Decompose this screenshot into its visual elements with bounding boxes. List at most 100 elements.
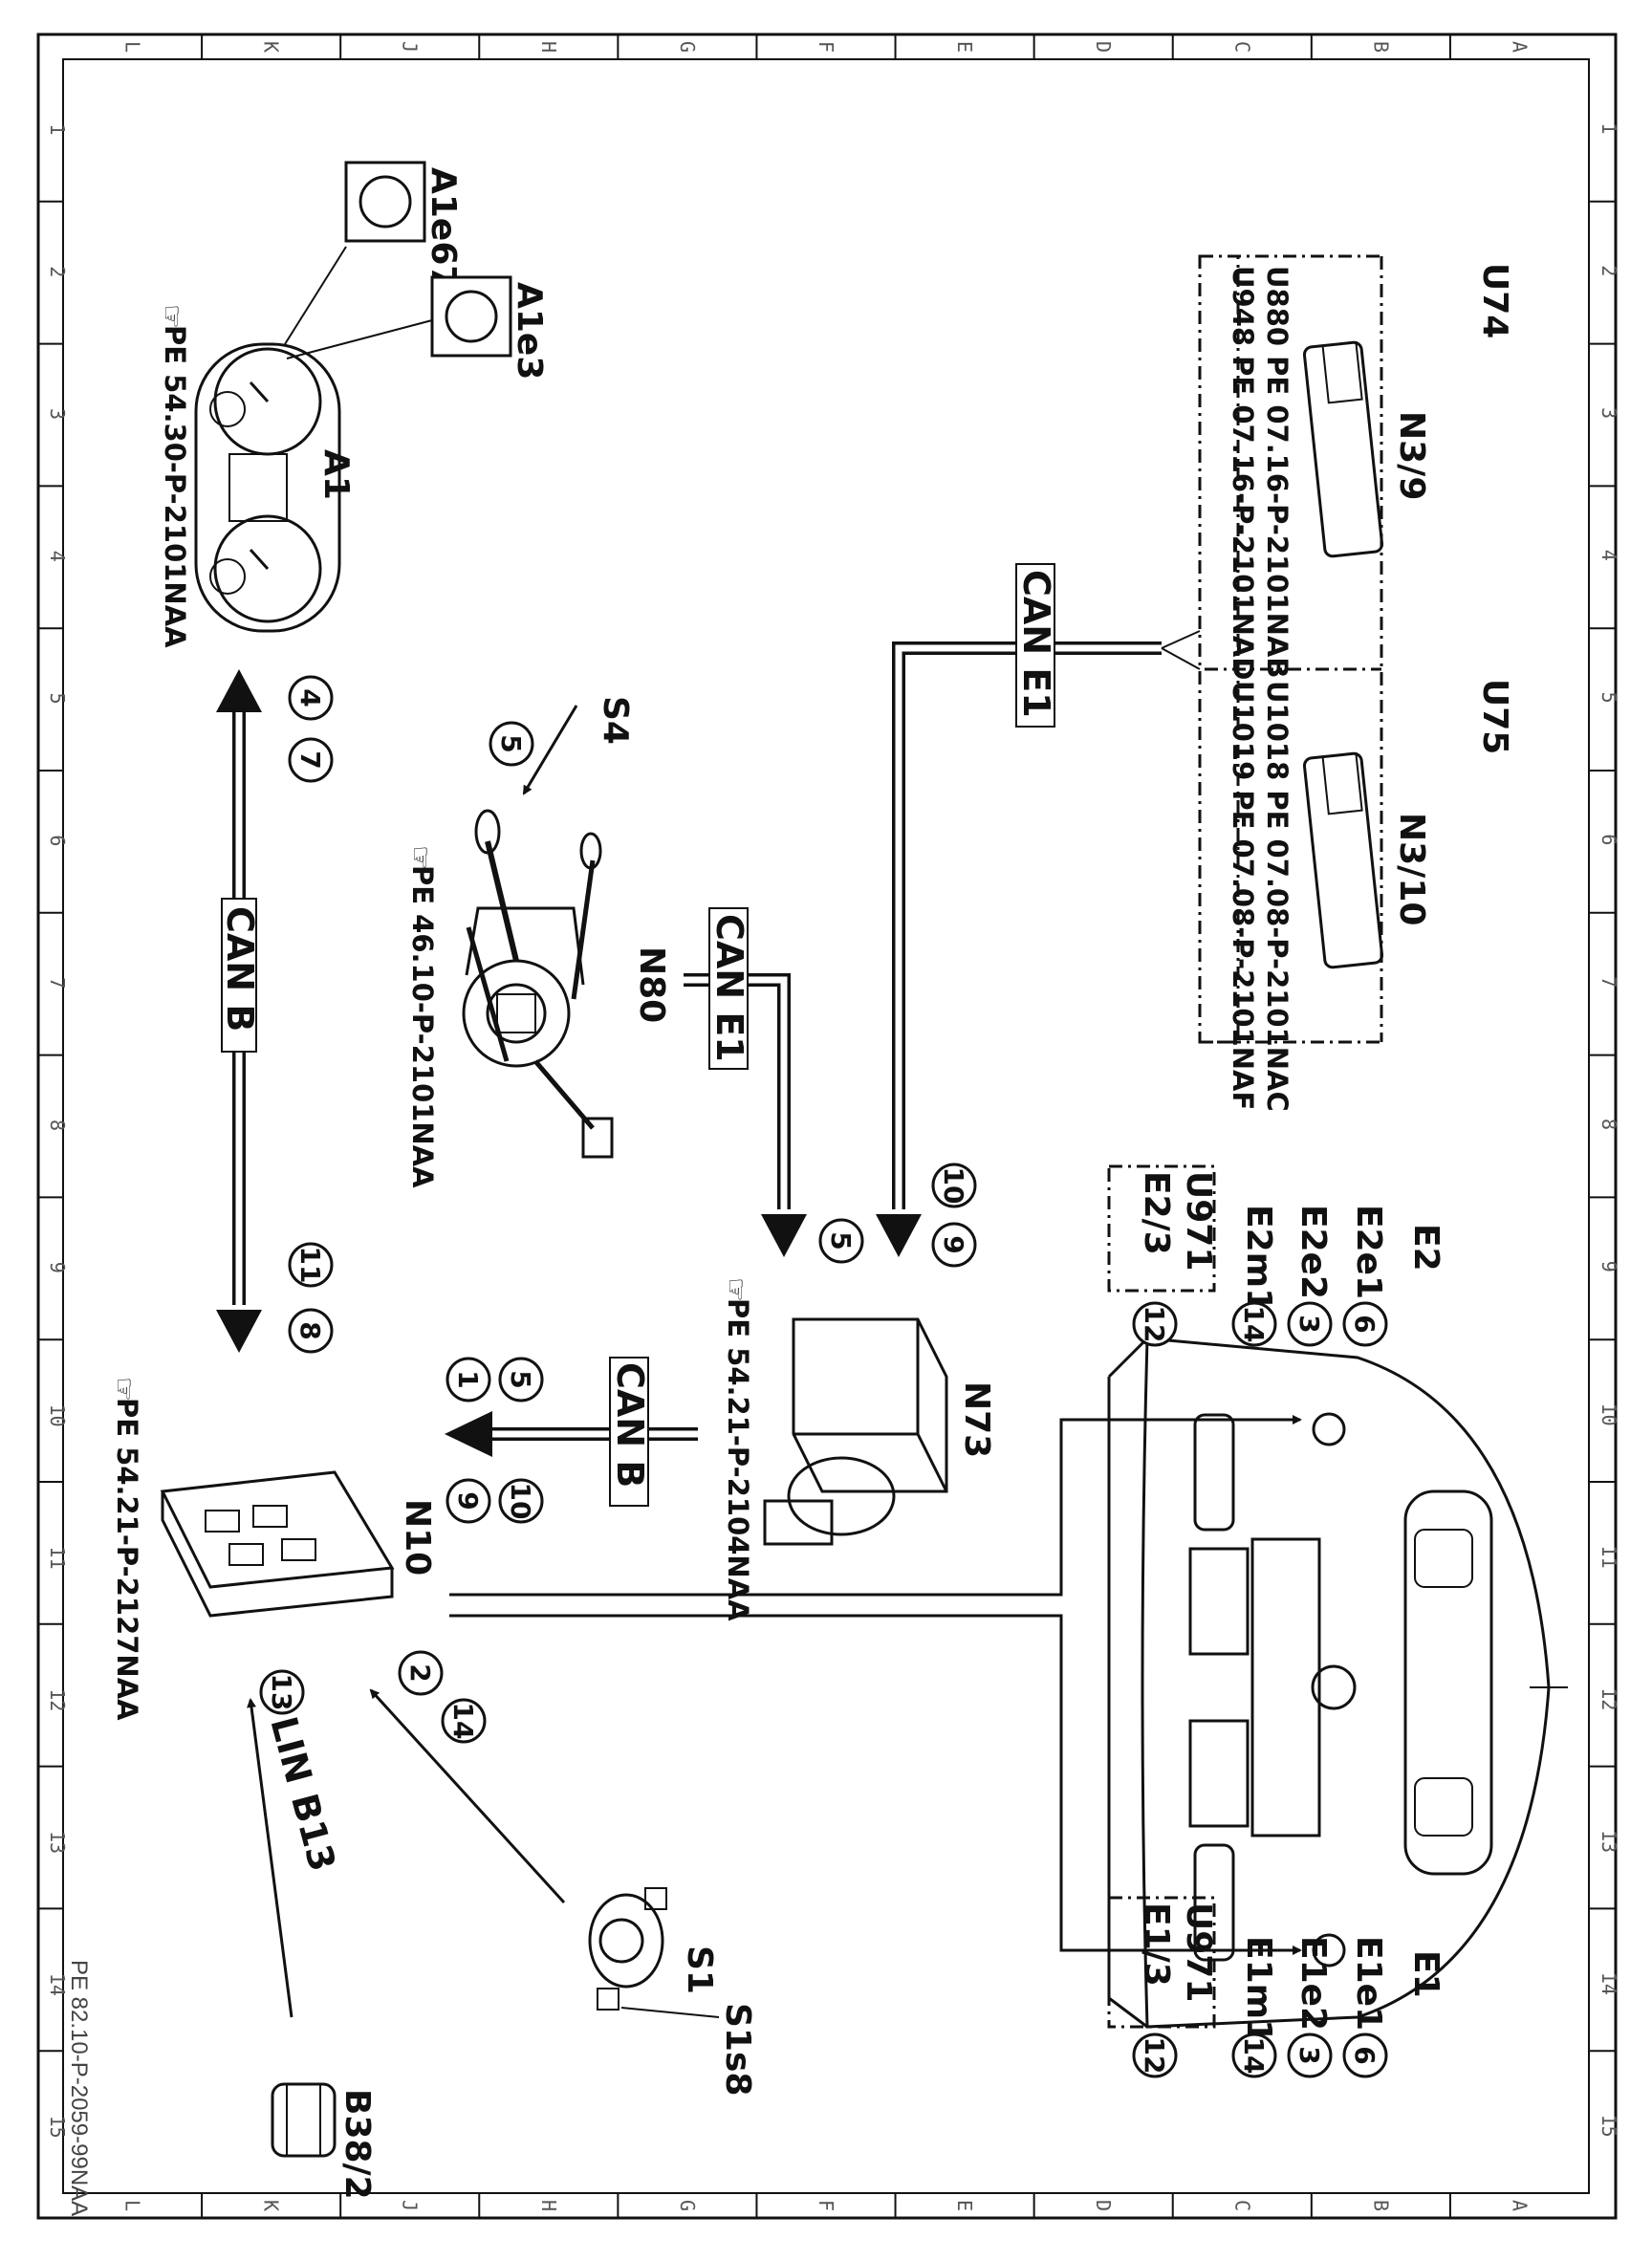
circled-number-text: 5	[505, 1370, 536, 1388]
circled-number-c1: 1	[446, 1357, 491, 1402]
grid-letter-top: H	[537, 41, 560, 53]
grid-letter-bottom: A	[1508, 2200, 1531, 2211]
a1-label: A1	[316, 449, 356, 500]
circled-number-c5a: 5	[489, 721, 534, 767]
circled-number-text: 1	[452, 1370, 484, 1388]
grid-letter-bottom: B	[1369, 2200, 1392, 2211]
grid-number-right: 8	[1598, 1119, 1620, 1130]
e1-u971-box	[1107, 1896, 1216, 2029]
circled-number-e1c12: 12	[1132, 2033, 1178, 2078]
grid-letter-bottom: C	[1230, 2200, 1253, 2211]
a1e3-label: A1e3	[510, 282, 549, 380]
circled-number-e2c3: 3	[1287, 1301, 1333, 1347]
circled-number-text: 4	[294, 688, 326, 707]
grid-letter-top: D	[1092, 41, 1115, 53]
can-b-left-label: CAN B	[219, 906, 261, 1032]
e1-label: E1	[1406, 1950, 1446, 1998]
circled-number-e1c3: 3	[1287, 2033, 1333, 2078]
circled-number-e1c6: 6	[1342, 2033, 1388, 2078]
grid-letter-top: A	[1508, 41, 1531, 53]
grid-number-left: 3	[46, 408, 69, 420]
s1-label: S1	[680, 1946, 719, 1994]
circled-number-text: 6	[1349, 1315, 1380, 1333]
n3-10-label: N3/10	[1392, 813, 1431, 925]
n80-reference: PE 46.10-P-2101NAA	[406, 865, 439, 1188]
e2e2-label: E2e2	[1293, 1205, 1333, 1299]
circled-number-text: 5	[825, 1231, 857, 1250]
grid-number-left: 7	[46, 977, 69, 989]
circled-number-e2c6: 6	[1342, 1301, 1388, 1347]
n10-reference: PE 54.21-P-2127NAA	[111, 1398, 143, 1721]
grid-letter-bottom: G	[676, 2200, 699, 2211]
can-b-mid-label: CAN B	[609, 1362, 651, 1488]
circled-number-text: 14	[1238, 1306, 1270, 1343]
circled-number-text: 7	[294, 750, 326, 769]
circled-number-text: 11	[294, 1247, 326, 1284]
grid-letter-top: B	[1369, 41, 1392, 53]
grid-letter-bottom: D	[1092, 2200, 1115, 2211]
a1e67-label: A1e67	[424, 167, 463, 289]
grid-number-right: 14	[1598, 1972, 1620, 1995]
circled-number-c10b: 10	[498, 1478, 544, 1524]
grid-number-left: 9	[46, 1262, 69, 1273]
grid-letter-top: C	[1230, 41, 1253, 53]
e1-3-label: E1/3	[1137, 1902, 1176, 1987]
drawing-frame	[36, 33, 1618, 2220]
e1e1-label: E1e1	[1349, 1936, 1388, 2031]
e2-label: E2	[1406, 1224, 1446, 1272]
grid-number-right: 4	[1598, 550, 1620, 561]
grid-letter-top: F	[815, 41, 837, 53]
grid-number-left: 10	[46, 1404, 69, 1427]
grid-number-left: 12	[46, 1688, 69, 1711]
grid-number-left: 6	[46, 835, 69, 846]
side-reference: PE 82.10-P-2059-99NAA	[66, 1960, 92, 2216]
grid-number-left: 1	[46, 123, 69, 135]
n73-reference: PE 54.21-P-2104NAA	[722, 1298, 754, 1621]
a1e67-headlamp-icon	[284, 161, 426, 345]
circled-number-c8: 8	[288, 1308, 334, 1354]
grid-letter-bottom: F	[815, 2200, 837, 2211]
u75-label: U75	[1475, 679, 1514, 754]
circled-number-c2: 2	[398, 1650, 444, 1696]
e1e2-label: E1e2	[1293, 1936, 1333, 2031]
e1-u971-label: U971	[1179, 1902, 1218, 2002]
ignition-switch-n73	[763, 1317, 948, 1546]
grid-number-right: 15	[1598, 2115, 1620, 2138]
n3-9-ecu-icon	[1302, 340, 1384, 558]
circled-number-text: 14	[447, 1703, 479, 1740]
lin-b13-label: LIN B13	[262, 1712, 343, 1876]
circled-number-c11: 11	[288, 1242, 334, 1288]
circled-number-c7: 7	[288, 737, 334, 783]
steering-column-module-n80	[462, 809, 614, 1159]
a1-reference: PE 54.30-P-2101NAA	[159, 325, 191, 648]
e2m1-label: E2m1	[1239, 1205, 1278, 1312]
u75-line-2: U1019 PE 07.08-P-2101NAF	[1227, 681, 1259, 1110]
circled-number-text: 8	[294, 1321, 326, 1339]
grid-letter-top: L	[121, 41, 144, 53]
circled-number-text: 5	[495, 734, 527, 752]
a1-hand-icon: ☞	[156, 304, 188, 329]
grid-number-left: 4	[46, 551, 69, 562]
n3-9-label: N3/9	[1392, 411, 1431, 500]
grid-letter-bottom: E	[953, 2200, 976, 2211]
grid-number-right: 12	[1598, 1687, 1620, 1710]
s1s8-label: S1s8	[718, 2003, 757, 2096]
circled-number-c5c: 5	[498, 1357, 544, 1402]
circled-number-text: 9	[938, 1235, 969, 1253]
grid-number-right: 5	[1598, 692, 1620, 704]
grid-number-left: 13	[46, 1831, 69, 1854]
sam-control-unit-n10	[160, 1470, 395, 1618]
grid-number-left: 5	[46, 693, 69, 705]
e2-u971-box	[1107, 1164, 1216, 1293]
can-b-link-a1-n10	[216, 669, 262, 1353]
can-e1-link-n80-n73	[684, 907, 807, 1257]
s4-pointer	[522, 705, 578, 795]
circled-number-c14a: 14	[441, 1698, 487, 1744]
circled-number-text: 14	[1238, 2037, 1270, 2075]
n73-label: N73	[957, 1381, 996, 1458]
